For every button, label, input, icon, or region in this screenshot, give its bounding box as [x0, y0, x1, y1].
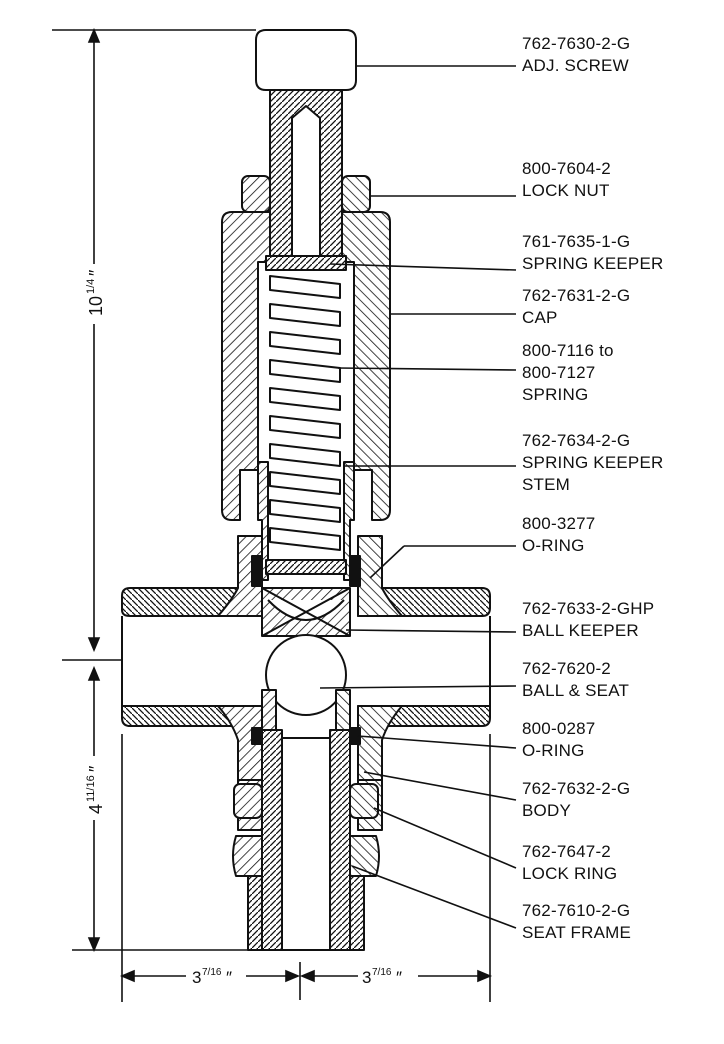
spring-keeper-stem-part [257, 461, 355, 581]
part-description: BALL KEEPER [522, 621, 639, 640]
part-number: 762-7633-2-GHP [522, 599, 655, 618]
part-description: O-RING [522, 741, 585, 760]
ball-seat-part [261, 634, 351, 731]
callout-adj-screw: 762-7630-2-G ADJ. SCREW [522, 33, 630, 77]
part-description: SPRING KEEPER [522, 254, 664, 273]
part-description: SEAT FRAME [522, 923, 632, 942]
part-number: 761-7635-1-G [522, 232, 631, 251]
svg-text:1/4: 1/4 [85, 279, 97, 294]
svg-text:4: 4 [86, 804, 106, 814]
dim-right-width: 3 7/16 ″ [358, 964, 418, 988]
dim-left-width: 3 7/16 ″ [186, 964, 246, 988]
svg-text:11/16: 11/16 [85, 775, 97, 802]
callout-cap: 762-7631-2-G CAP [522, 285, 630, 329]
ball-keeper-part [261, 587, 351, 637]
leader-body [363, 771, 517, 801]
callout-ball-seat: 762-7620-2 BALL & SEAT [522, 658, 629, 702]
adj-screw-part [255, 29, 357, 267]
svg-text:3: 3 [362, 968, 371, 987]
callout-spring-keeper-stem: 762-7634-2-G SPRING KEEPER STEM [522, 430, 663, 496]
part-description: ADJ. SCREW [522, 56, 629, 75]
callout-lock-ring: 762-7647-2 LOCK RING [522, 841, 617, 885]
part-description: LOCK RING [522, 864, 618, 883]
lock-ring-part [232, 783, 380, 877]
part-number-2: 800-7127 [522, 363, 596, 382]
dim-overall-height: 10 1/4 ″ [85, 264, 106, 324]
part-description: O-RING [522, 536, 585, 555]
lock-nut-part [241, 175, 371, 213]
part-number: 762-7620-2 [522, 659, 611, 678]
part-number: 762-7634-2-G [522, 431, 631, 450]
part-number: 762-7632-2-G [522, 779, 631, 798]
part-number: 762-7630-2-G [522, 34, 631, 53]
leader-ball-seat [319, 685, 517, 689]
part-description: SPRING KEEPER [522, 453, 664, 472]
spring-part [269, 275, 341, 551]
part-description-2: STEM [522, 475, 571, 494]
part-description: SPRING [522, 385, 589, 404]
part-number: 762-7631-2-G [522, 286, 631, 305]
spring-keeper-part [265, 255, 347, 271]
part-number: 800-3277 [522, 514, 596, 533]
leader-o-ring-upper-a [369, 545, 405, 579]
leader-seat-frame [351, 865, 517, 929]
part-number: 762-7647-2 [522, 842, 611, 861]
svg-text:7/16: 7/16 [372, 967, 392, 978]
callout-spring: 800-7116 to 800-7127 SPRING [522, 340, 614, 406]
callout-o-ring-upper: 800-3277 O-RING [522, 513, 595, 557]
callout-spring-keeper: 761-7635-1-G SPRING KEEPER [522, 231, 663, 275]
callout-body: 762-7632-2-G BODY [522, 778, 630, 822]
seat-frame-part [247, 729, 365, 951]
leader-ball-keeper [345, 629, 517, 633]
callout-o-ring-lower: 800-0287 O-RING [522, 718, 595, 762]
leader-spring [337, 367, 517, 371]
callout-ball-keeper: 762-7633-2-GHP BALL KEEPER [522, 598, 654, 642]
callout-lock-nut: 800-7604-2 LOCK NUT [522, 158, 611, 202]
svg-text:10: 10 [86, 296, 106, 316]
part-description: BALL & SEAT [522, 681, 630, 700]
part-number: 762-7610-2-G [522, 901, 631, 920]
svg-text:″: ″ [226, 968, 232, 987]
part-description: LOCK NUT [522, 181, 610, 200]
o-ring-upper-part [251, 555, 361, 587]
svg-text:″: ″ [396, 968, 402, 987]
cap-part [221, 211, 391, 521]
part-number: 800-0287 [522, 719, 596, 738]
part-number: 800-7604-2 [522, 159, 611, 178]
svg-text:″: ″ [86, 269, 106, 276]
svg-text:7/16: 7/16 [202, 967, 222, 978]
part-description: CAP [522, 308, 558, 327]
dim-lower-height: 4 11/16 ″ [85, 756, 106, 820]
part-number: 800-7116 to [522, 341, 614, 360]
part-description: BODY [522, 801, 571, 820]
svg-text:3: 3 [192, 968, 201, 987]
callout-seat-frame: 762-7610-2-G SEAT FRAME [522, 900, 631, 944]
leader-spring-keeper [329, 263, 517, 271]
svg-text:″: ″ [86, 765, 106, 772]
leader-lock-ring [373, 807, 517, 869]
